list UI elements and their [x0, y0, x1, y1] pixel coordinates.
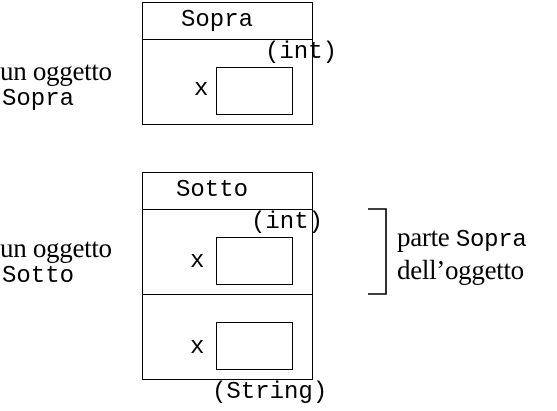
sotto-object-frame — [142, 172, 313, 380]
sopra-field-name: x — [194, 76, 209, 103]
top-object-caption-line2: Sopra — [2, 86, 75, 113]
sotto-header-divider — [142, 209, 313, 210]
sotto-inherited-field-value-box — [216, 237, 293, 285]
sotto-own-field-name: x — [190, 334, 205, 361]
bracket-note-word: parte — [397, 222, 450, 252]
sotto-own-field-value-box — [216, 322, 293, 370]
bracket-note-line1: parte Sopra — [397, 222, 527, 254]
sopra-header-divider — [142, 39, 313, 40]
sopra-object-frame — [142, 2, 313, 125]
sotto-inherited-field-name: x — [190, 248, 205, 275]
sotto-section-divider — [142, 294, 313, 295]
bracket-note-class-name: Sopra — [455, 227, 527, 254]
bottom-object-caption-line1: un oggetto — [0, 233, 112, 263]
sopra-field-type-label: (int) — [265, 39, 338, 66]
sotto-class-name: Sotto — [176, 177, 249, 204]
bracket-note-line2: dell’oggetto — [397, 255, 524, 285]
sopra-field-value-box — [216, 67, 293, 115]
bottom-object-caption-line2: Sotto — [2, 263, 75, 290]
sotto-inherited-field-type-label: (int) — [251, 209, 324, 236]
sotto-own-field-type-label: (String) — [212, 379, 328, 406]
sopra-class-name: Sopra — [181, 7, 254, 34]
top-object-caption-line1: un oggetto — [0, 56, 112, 86]
